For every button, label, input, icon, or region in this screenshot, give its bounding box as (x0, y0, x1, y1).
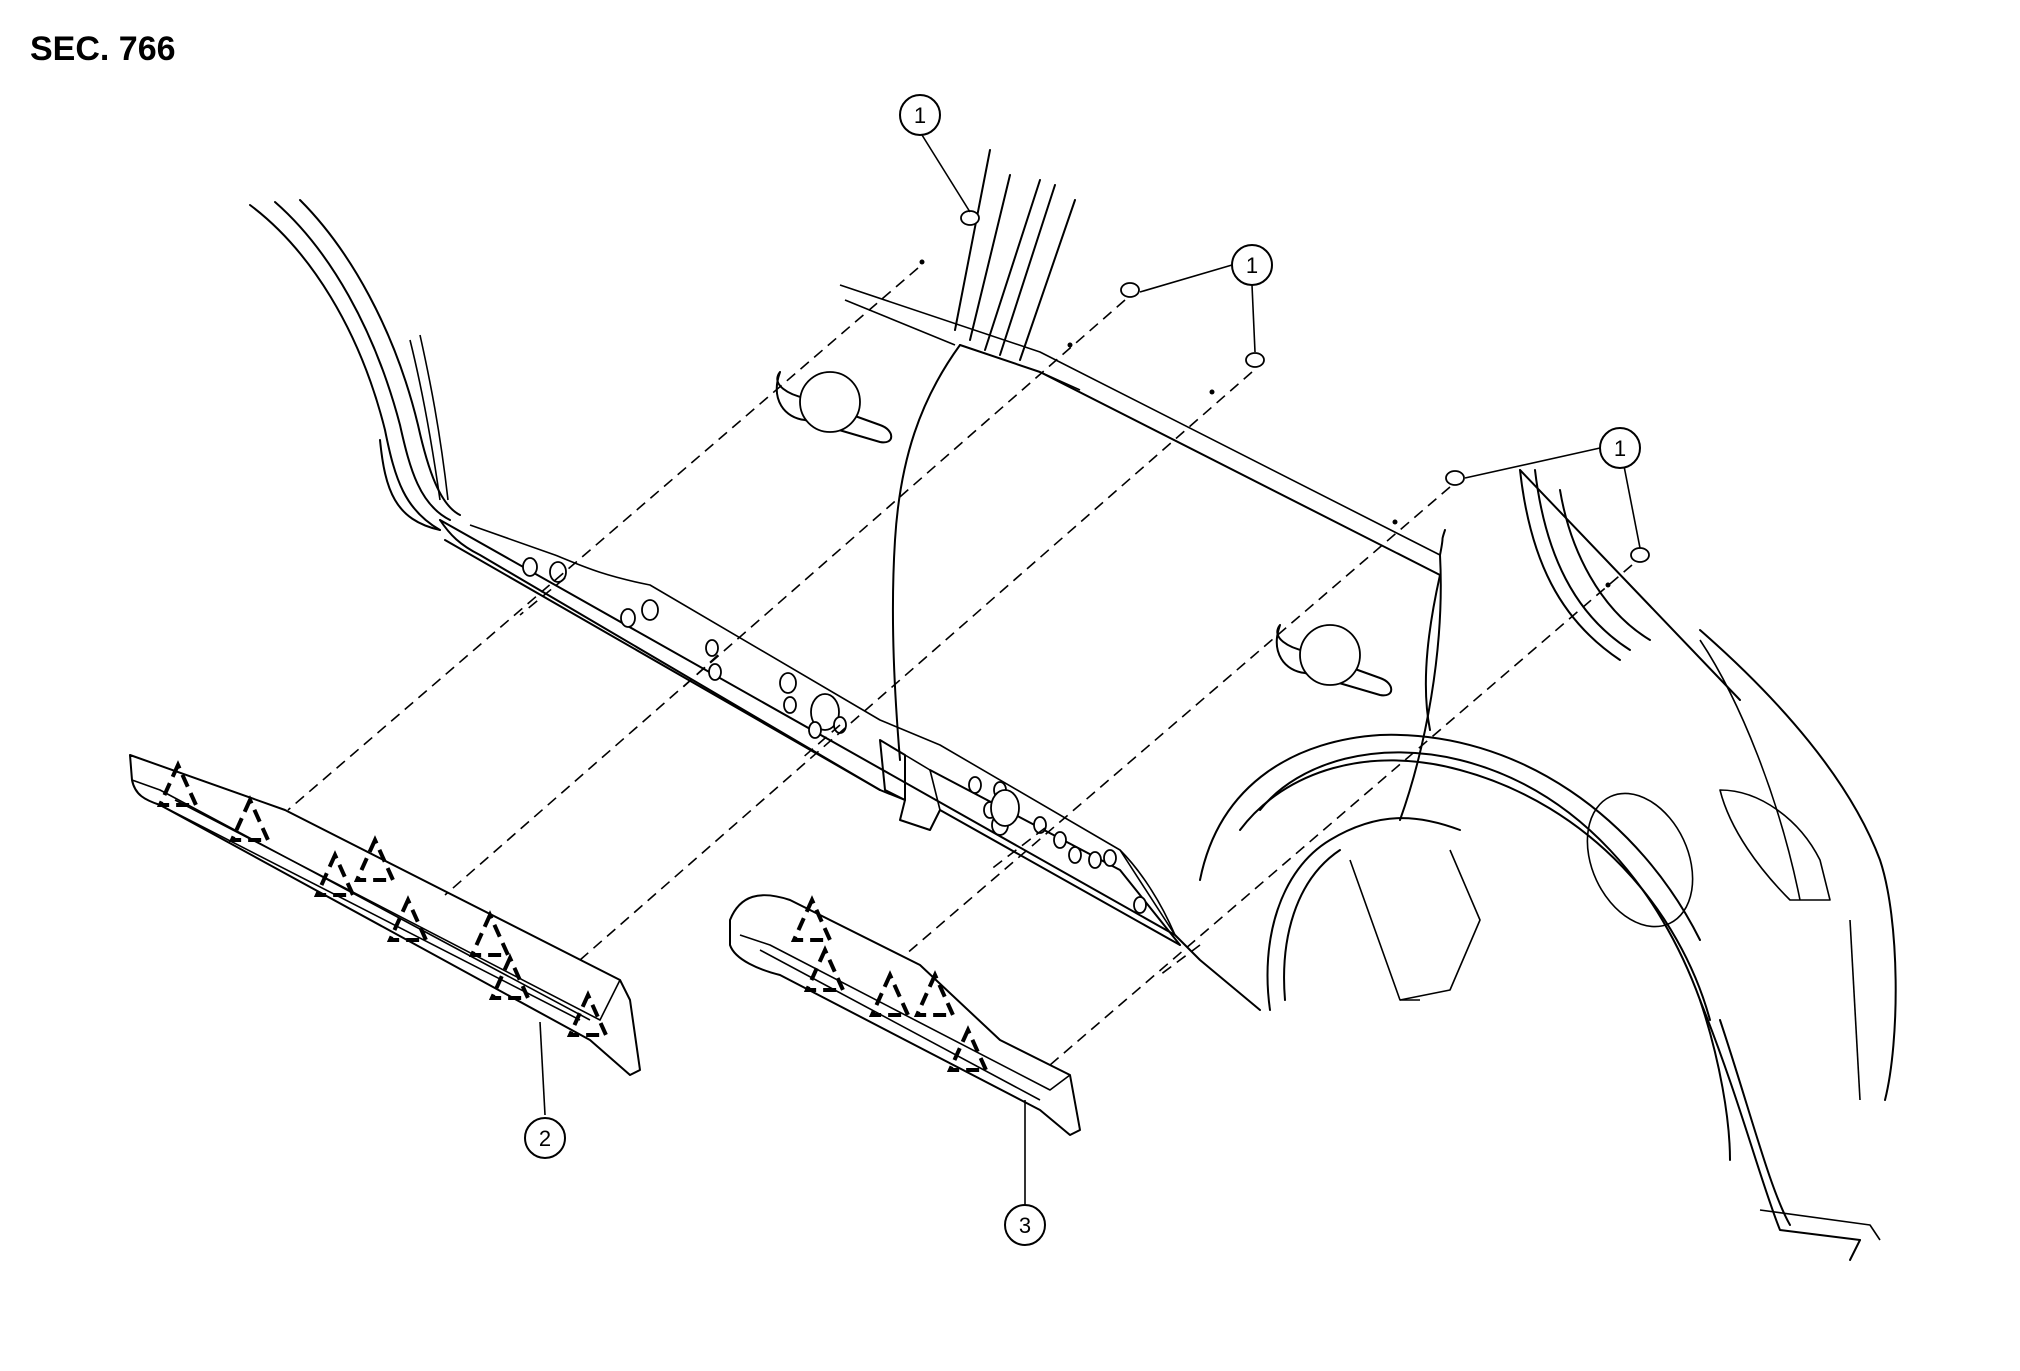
callout-3: 3 (1004, 1100, 1046, 1246)
clip-group (919, 210, 1650, 588)
svg-text:1: 1 (1614, 436, 1626, 461)
callout-1-rear: 1 (1464, 427, 1641, 549)
svg-text:2: 2 (539, 1126, 551, 1151)
clip-1-mid-upper (1067, 282, 1140, 348)
svg-text:3: 3 (1019, 1213, 1031, 1238)
rear-door-handle (1275, 624, 1393, 697)
callout-1-middle: 1 (1139, 244, 1273, 353)
clip-1-mid-lower (1209, 352, 1265, 395)
section-label: SEC. 766 (30, 30, 176, 68)
svg-text:1: 1 (1246, 253, 1258, 278)
body-sill-panel (439, 519, 1261, 1011)
adhesive-tape-markers-part-2 (156, 760, 610, 1037)
adhesive-tape-markers-part-3 (790, 895, 990, 1072)
rear-sill-molding (729, 894, 1081, 1136)
clip-1-rear-upper (1392, 470, 1465, 525)
callout-1-top: 1 (899, 94, 971, 213)
front-wheel-arch (249, 199, 461, 531)
alignment-lines (287, 267, 1633, 1066)
front-sill-molding (129, 754, 641, 1076)
door-frame (839, 149, 1441, 761)
svg-text:1: 1 (914, 103, 926, 128)
callout-2: 2 (524, 1021, 566, 1159)
front-door-handle (775, 371, 893, 444)
rear-quarter-panel (1199, 469, 1897, 1261)
